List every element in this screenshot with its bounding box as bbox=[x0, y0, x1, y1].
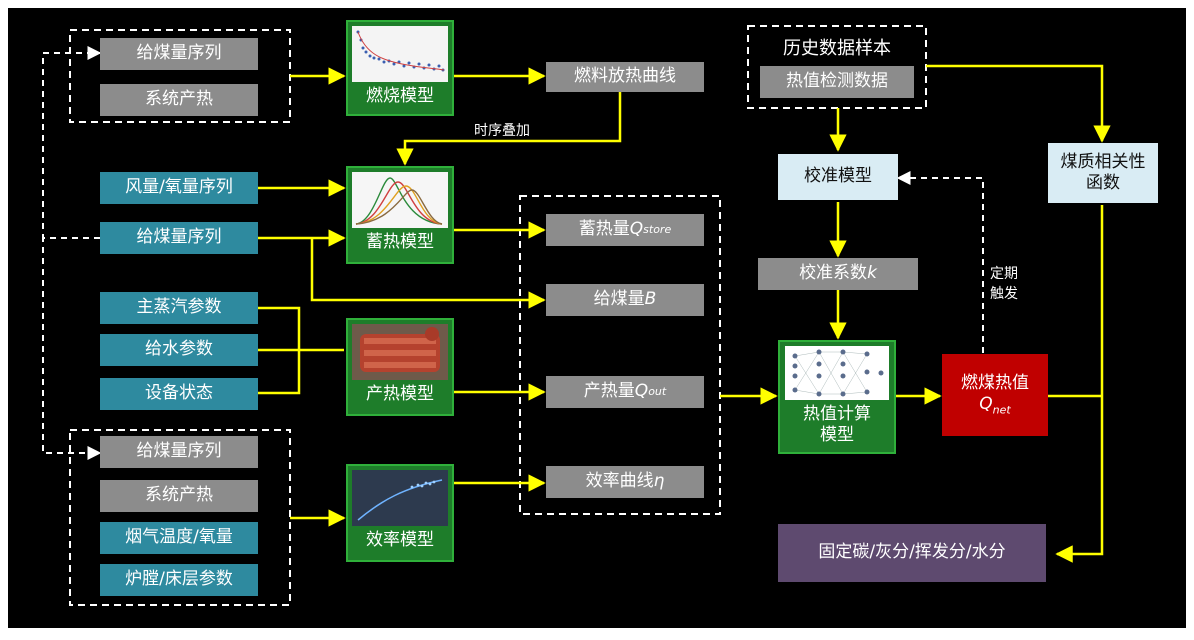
heat-production-model: 产热模型 bbox=[346, 318, 454, 416]
out-heat-subscript: out bbox=[648, 385, 667, 399]
arrow-history-to-quality bbox=[926, 64, 1111, 143]
efficiency-curve-output: 效率曲线 η bbox=[546, 466, 704, 498]
group-frame-efficiency-inputs bbox=[69, 429, 291, 606]
input-furnace-bed: 炉膛/床层参数 bbox=[100, 564, 258, 596]
calibration-coefficient-symbol: k bbox=[867, 263, 877, 284]
combustion-scatter-thumbnail bbox=[352, 26, 448, 82]
efficiency-curve-symbol: η bbox=[653, 471, 665, 492]
efficiency-plot-thumbnail bbox=[352, 470, 448, 526]
input-system-heat: 系统产热 bbox=[100, 84, 258, 116]
bracket-heat-inputs bbox=[258, 306, 344, 395]
coal-amount-symbol: B bbox=[644, 289, 657, 310]
net-heat-symbol: Q bbox=[979, 394, 993, 415]
storage-curves-thumbnail bbox=[352, 172, 448, 228]
coal-amount-text: 给煤量 bbox=[593, 289, 645, 310]
out-heat-text: 产热量 bbox=[583, 381, 635, 402]
boiler-photo-thumbnail bbox=[352, 324, 448, 380]
combustion-model: 燃烧模型 bbox=[346, 20, 454, 116]
input-flue-gas: 烟气温度/氧量 bbox=[100, 522, 258, 554]
arrow-to-composition bbox=[1055, 205, 1104, 563]
efficiency-model-label: 效率模型 bbox=[366, 530, 434, 550]
calibration-model: 校准模型 bbox=[778, 154, 898, 200]
heat-value-detect-data: 热值检测数据 bbox=[760, 66, 914, 98]
coal-amount-output: 给煤量 B bbox=[546, 284, 704, 316]
store-heat-subscript: store bbox=[643, 223, 672, 237]
storage-model: 蓄热模型 bbox=[346, 166, 454, 264]
storage-model-label: 蓄热模型 bbox=[366, 232, 434, 252]
input-feedwater: 给水参数 bbox=[100, 334, 258, 366]
group-frame-outputs bbox=[519, 195, 721, 515]
composition-output: 固定碳/灰分/挥发分/水分 bbox=[778, 524, 1046, 582]
store-heat-text: 蓄热量 bbox=[578, 219, 630, 240]
history-title: 历史数据样本 bbox=[783, 38, 891, 59]
coal-heat-value: 燃煤热值 Qnet bbox=[942, 354, 1048, 436]
heat-production-model-label: 产热模型 bbox=[366, 384, 434, 404]
input-wind-oxygen: 风量/氧量序列 bbox=[100, 172, 258, 204]
efficiency-curve-text: 效率曲线 bbox=[585, 471, 654, 492]
combustion-model-label: 燃烧模型 bbox=[366, 86, 434, 106]
store-heat-symbol: Q bbox=[629, 219, 644, 240]
fuel-heat-curve: 燃料放热曲线 bbox=[546, 62, 704, 92]
arrow-time-overlay bbox=[396, 90, 622, 166]
input-main-steam: 主蒸汽参数 bbox=[100, 292, 258, 324]
neural-network-thumbnail bbox=[785, 346, 889, 400]
net-heat-subscript: net bbox=[992, 403, 1011, 417]
out-heat-symbol: Q bbox=[634, 381, 649, 402]
input-coal-sequence-2: 给煤量序列 bbox=[100, 222, 258, 254]
efficiency-model: 效率模型 bbox=[346, 464, 454, 562]
calibration-coefficient-text: 校准系数 bbox=[799, 263, 868, 284]
input-coal-sequence-3: 给煤量序列 bbox=[100, 436, 258, 468]
coal-link-upper-arrow bbox=[42, 46, 102, 239]
input-coal-sequence: 给煤量序列 bbox=[100, 38, 258, 70]
heat-value-calc-label: 热值计算模型 bbox=[803, 404, 871, 446]
yellow-arrows bbox=[258, 64, 1111, 563]
input-equipment-state: 设备状态 bbox=[100, 378, 258, 410]
periodic-trigger-arrow bbox=[896, 171, 984, 353]
coal-heat-value-label: 燃煤热值 bbox=[961, 372, 1029, 393]
periodic-trigger-label: 定期触发 bbox=[990, 266, 1018, 302]
time-overlay-label: 时序叠加 bbox=[474, 123, 530, 139]
arrow-to-coal-amount bbox=[310, 238, 546, 309]
calibration-coefficient: 校准系数 k bbox=[758, 258, 918, 290]
coal-quality-function: 煤质相关性函数 bbox=[1048, 143, 1158, 203]
coal-link-lower-arrow bbox=[42, 237, 102, 460]
input-system-heat-2: 系统产热 bbox=[100, 480, 258, 512]
heat-value-calc-model: 热值计算模型 bbox=[778, 340, 896, 454]
diagram-canvas: 时序叠加 定期触发 给煤量序列 系统产热 风量/氧量序列 给煤量序列 主蒸汽参数… bbox=[8, 8, 1186, 628]
connector-layer bbox=[42, 25, 1111, 606]
